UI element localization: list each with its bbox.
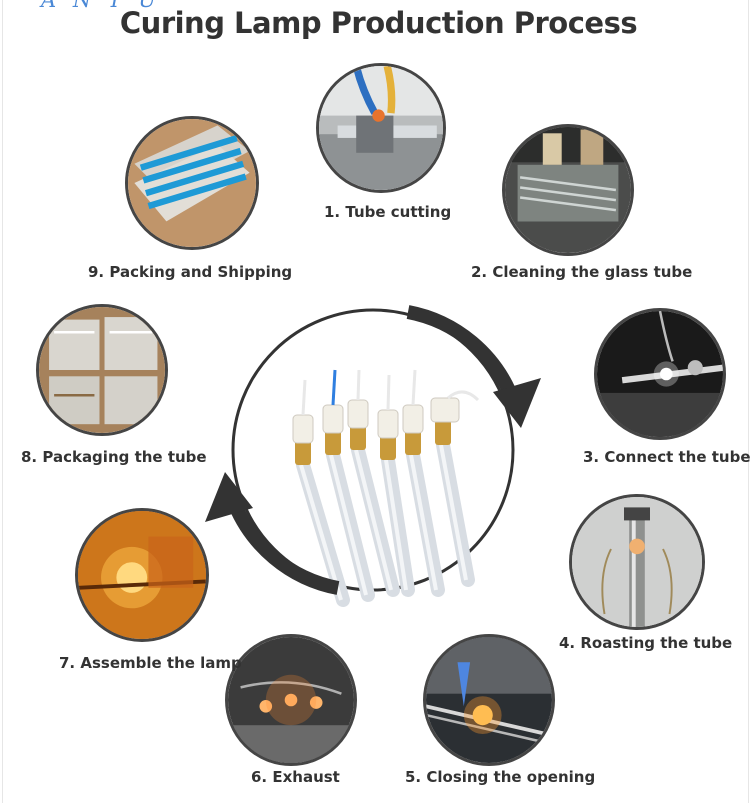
step-label: 3. Connect the tubes [583, 448, 751, 466]
cleaning-glass-tube-photo [502, 124, 634, 256]
step-label: 2. Cleaning the glass tube [471, 263, 693, 281]
step-label: 5. Closing the opening [405, 768, 596, 786]
packing-shipping-photo [125, 116, 259, 250]
step-label: 9. Packing and Shipping [88, 263, 293, 281]
cycle-arrow-right [406, 305, 541, 428]
cycle-arrow-left [205, 472, 340, 595]
connect-tubes-photo [594, 308, 726, 440]
exhaust-photo [225, 634, 357, 766]
roasting-tube-photo [569, 494, 705, 630]
logo-text: A N Y U [41, 0, 162, 12]
curing-lamps-illustration [292, 369, 480, 607]
page-title: Curing Lamp Production Process [119, 6, 638, 40]
step-label: 1. Tube cutting [324, 203, 452, 221]
process-cycle-diagram [205, 305, 541, 607]
step-label: 8. Packaging the tube [21, 448, 207, 466]
step-label: 4. Roasting the tube [559, 634, 733, 652]
step-label: 6. Exhaust [251, 768, 340, 786]
packaging-tube-photo [36, 304, 168, 436]
assemble-lamp-photo [75, 508, 209, 642]
cycle-circle [231, 308, 515, 592]
closing-opening-photo [423, 634, 555, 766]
step-label: 7. Assemble the lamp [59, 654, 242, 672]
tube-cutting-photo [316, 63, 446, 193]
